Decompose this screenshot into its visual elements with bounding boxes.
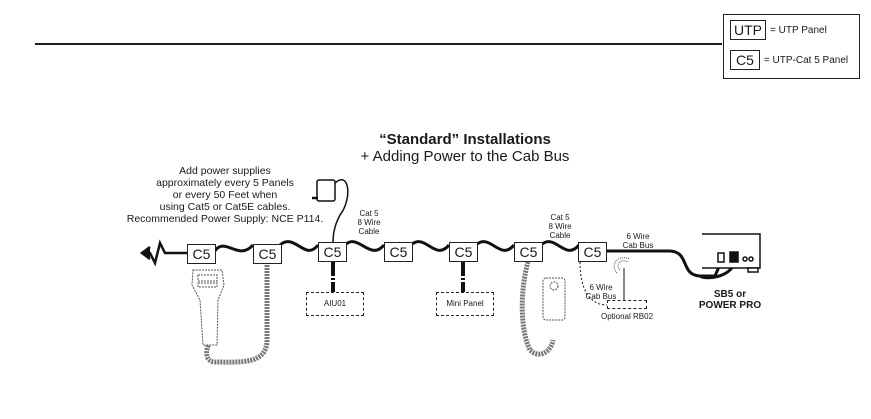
cat5-bus-cable	[212, 240, 581, 253]
continuation-arrow-icon	[139, 239, 188, 267]
cable-label-line: 6 Wire	[626, 232, 650, 241]
small-throttle-coil-cable	[519, 261, 556, 357]
legend-key-utp: UTP	[730, 20, 766, 40]
cable-label-line: Cable	[549, 231, 571, 240]
diagram-title: “Standard” Installations + Adding Power …	[300, 131, 630, 165]
small-throttle-icon	[542, 277, 566, 321]
cable-label-line: Cab Bus	[622, 241, 654, 250]
note-line: Recommended Power Supply: NCE P114.	[126, 213, 324, 225]
c5-panel-7: C5	[578, 242, 607, 262]
command-station-label-line: SB5 or	[713, 289, 747, 300]
throttle-coil-cable	[204, 262, 270, 365]
legend-item-utp: UTP = UTP Panel	[730, 20, 827, 40]
c5-panel-2: C5	[253, 244, 282, 264]
command-station-icon	[702, 233, 761, 273]
c5-panel-6: C5	[514, 242, 543, 262]
c5-panel-5: C5	[449, 242, 478, 262]
power-supply-icon	[312, 179, 349, 245]
header-rule	[35, 43, 722, 45]
cable-label-line: Cable	[358, 227, 380, 236]
note-line: approximately every 5 Panels	[156, 177, 294, 189]
c5-panel-3: C5	[318, 242, 347, 262]
cable-label-line: Cat 5	[359, 209, 379, 218]
note-line: using Cat5 or Cat5E cables.	[159, 201, 291, 213]
legend-key-c5: C5	[730, 50, 760, 70]
rb02-cable	[579, 261, 608, 306]
note-line: or every 50 Feet when	[172, 189, 278, 201]
cable-label-line: 8 Wire	[357, 218, 381, 227]
note-line: Add power supplies	[179, 165, 271, 177]
antenna-wave-icon	[613, 257, 631, 274]
power-supply-note: Add power supplies approximately every 5…	[125, 165, 325, 225]
legend-item-c5: C5 = UTP-Cat 5 Panel	[730, 50, 848, 70]
cable-label-line: Cat 5	[550, 213, 570, 222]
cable-label-cat5-a: Cat 5 8 Wire Cable	[352, 209, 386, 236]
rb02-label: Optional RB02	[600, 312, 654, 321]
cable-label-cab-bus-main: 6 Wire Cab Bus	[616, 232, 660, 250]
cable-label-line: 6 Wire	[589, 283, 613, 292]
command-station-label: SB5 or POWER PRO	[690, 289, 770, 311]
handheld-throttle-icon	[191, 269, 225, 346]
title-line-1: “Standard” Installations	[379, 131, 551, 148]
cable-label-cat5-b: Cat 5 8 Wire Cable	[543, 213, 577, 240]
c5-panel-4: C5	[384, 242, 413, 262]
rb02-device	[607, 300, 647, 309]
c5-panel-1: C5	[187, 244, 216, 264]
command-station-label-line: POWER PRO	[698, 300, 762, 311]
aiu01-device: AIU01	[306, 292, 364, 316]
title-line-2: + Adding Power to the Cab Bus	[360, 148, 570, 165]
legend: UTP = UTP Panel C5 = UTP-Cat 5 Panel	[723, 14, 860, 79]
mini-panel-device: Mini Panel	[436, 292, 494, 316]
legend-label-c5: = UTP-Cat 5 Panel	[763, 54, 849, 66]
cable-label-line: Cab Bus	[585, 292, 617, 301]
legend-label-utp: = UTP Panel	[770, 24, 827, 36]
cable-label-line: 8 Wire	[548, 222, 572, 231]
cable-label-cab-bus-rb02: 6 Wire Cab Bus	[583, 283, 619, 301]
